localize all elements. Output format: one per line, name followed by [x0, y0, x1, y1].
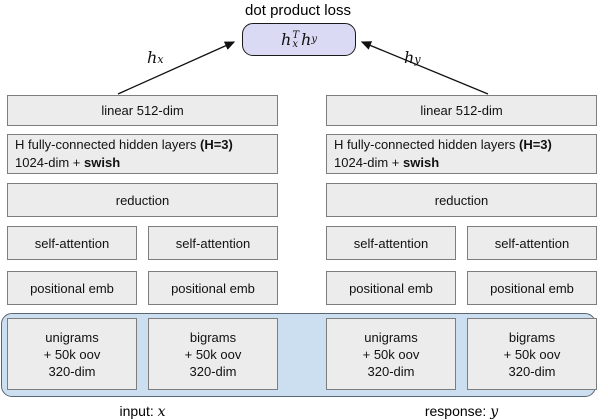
- hidden-line1-bold: (H=3): [519, 137, 552, 152]
- linear-layer-box: linear 512-dim: [326, 95, 597, 126]
- positional-emb-box: positional emb: [326, 271, 456, 305]
- hidden-line1-text: H fully-connected hidden layers: [15, 137, 200, 152]
- hidden-line2-text: 1024-dim +: [334, 155, 404, 170]
- bigrams-box: bigrams + 50k oov 320-dim: [467, 318, 597, 390]
- caption-var: y: [490, 404, 499, 420]
- self-attention-box: self-attention: [326, 226, 456, 260]
- hidden-layers-box: H fully-connected hidden layers (H=3) 10…: [7, 134, 278, 174]
- input-caption: input: x: [7, 403, 278, 420]
- caption-var: x: [157, 404, 166, 420]
- unigrams-box: unigrams + 50k oov 320-dim: [7, 318, 137, 390]
- emb-line3: 320-dim: [508, 363, 556, 379]
- hidden-line2: 1024-dim + swish: [15, 154, 120, 172]
- emb-line3: 320-dim: [189, 363, 237, 379]
- hx-base: h: [147, 48, 158, 67]
- hidden-line1-text: H fully-connected hidden layers: [334, 137, 519, 152]
- math-sub-y: y: [311, 34, 317, 45]
- unigrams-box: unigrams + 50k oov 320-dim: [326, 318, 456, 390]
- emb-line2: + 50k oov: [43, 346, 101, 362]
- emb-line1: bigrams: [508, 329, 556, 345]
- hidden-line1: H fully-connected hidden layers (H=3): [15, 136, 233, 154]
- hy-base: h: [404, 48, 415, 67]
- right-arrow: [360, 41, 489, 95]
- positional-emb-box: positional emb: [467, 271, 597, 305]
- linear-layer-box: linear 512-dim: [7, 95, 278, 126]
- self-attention-box: self-attention: [148, 226, 278, 260]
- positional-emb-box: positional emb: [148, 271, 278, 305]
- hy-sub: y: [414, 53, 421, 66]
- emb-line2: + 50k oov: [362, 346, 420, 362]
- positional-emb-box: positional emb: [7, 271, 137, 305]
- emb-line1: unigrams: [45, 329, 99, 345]
- hidden-line1-bold: (H=3): [200, 137, 233, 152]
- hidden-line2-bold: swish: [403, 155, 440, 170]
- emb-line1: unigrams: [364, 329, 418, 345]
- hidden-line2: 1024-dim + swish: [334, 154, 439, 172]
- hidden-line2-text: 1024-dim +: [15, 155, 85, 170]
- left-arrow: [117, 41, 236, 95]
- self-attention-box: self-attention: [467, 226, 597, 260]
- emb-line3: 320-dim: [367, 363, 415, 379]
- reduction-box: reduction: [326, 183, 597, 217]
- math-h2: h: [301, 30, 312, 49]
- response-tower: linear 512-dim H fully-connected hidden …: [326, 95, 597, 420]
- math-sub-x: x: [292, 38, 298, 50]
- input-tower: linear 512-dim H fully-connected hidden …: [7, 95, 278, 420]
- hidden-layers-box: H fully-connected hidden layers (H=3) 10…: [326, 134, 597, 174]
- emb-line2: + 50k oov: [184, 346, 242, 362]
- emb-line3: 320-dim: [48, 363, 96, 379]
- bigrams-box: bigrams + 50k oov 320-dim: [148, 318, 278, 390]
- emb-line2: + 50k oov: [503, 346, 561, 362]
- hidden-line2-bold: swish: [84, 155, 121, 170]
- hy-label: hy: [404, 48, 421, 67]
- math-h1: h: [281, 30, 292, 49]
- emb-line1: bigrams: [189, 329, 237, 345]
- math-sup-T: T: [292, 29, 299, 41]
- response-caption: response: y: [326, 403, 597, 420]
- reduction-box: reduction: [7, 183, 278, 217]
- caption-label: response:: [424, 403, 491, 419]
- hx-label: hx: [147, 48, 164, 67]
- loss-title: dot product loss: [245, 2, 351, 19]
- caption-label: input:: [119, 403, 158, 419]
- self-attention-box: self-attention: [7, 226, 137, 260]
- hidden-line1: H fully-connected hidden layers (H=3): [334, 136, 552, 154]
- hx-sub: x: [157, 53, 164, 66]
